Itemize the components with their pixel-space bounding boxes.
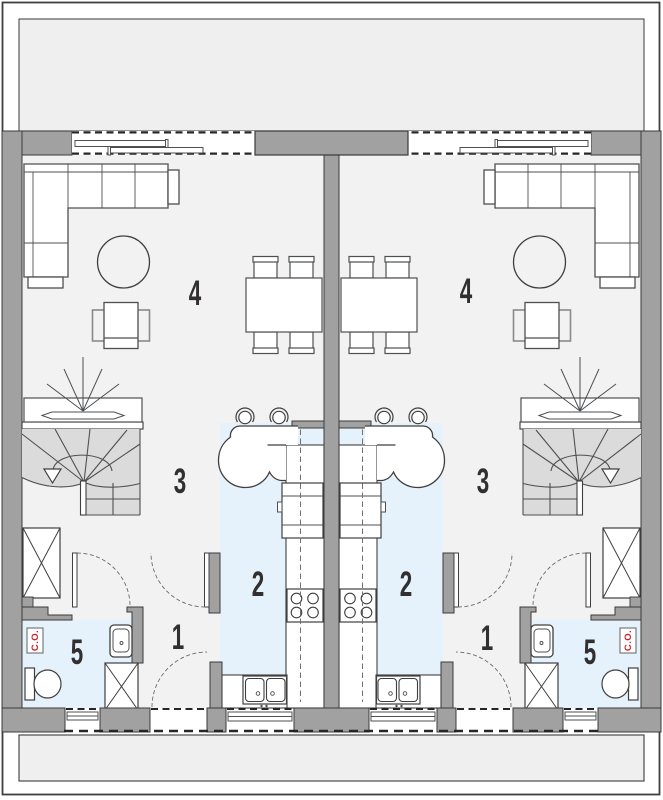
hall-door: [150, 552, 210, 608]
room-label-hall-left: 3: [174, 462, 186, 501]
room-label-bath-right: 5: [584, 633, 596, 672]
toilet-icon: [24, 667, 62, 701]
sofa: [23, 163, 180, 289]
sliding-door-panels: [74, 139, 204, 156]
bathroom-window: [564, 711, 597, 721]
stair-direction-arrow: [42, 468, 63, 485]
wall-top-center: [254, 130, 409, 156]
door-swing-arc: [150, 552, 206, 608]
central-heating-label-right: C.O.: [623, 630, 634, 651]
entrance-pavement: [18, 734, 645, 782]
coffee-table: [96, 235, 151, 289]
kitchen-sink-icon: [242, 675, 288, 708]
tv-wall: [21, 421, 144, 430]
room-label-entry-right: 1: [481, 619, 493, 658]
kitchen-window: [370, 711, 436, 722]
dining-table: [245, 277, 323, 333]
wardrobe-icon: [21, 527, 61, 608]
room-label-kitchen-left: 2: [252, 565, 264, 604]
party-wall: [323, 149, 340, 711]
tv-icon: [40, 357, 126, 420]
door-swing-arc: [76, 552, 131, 607]
room-label-bath-left: 5: [71, 633, 83, 672]
dining-set: [245, 255, 323, 355]
staircase: [21, 428, 141, 516]
unit-left: [1, 130, 332, 733]
bathroom-window: [66, 711, 99, 721]
room-label-kitchen-right: 2: [400, 565, 412, 604]
cooktop-icon: [286, 588, 324, 623]
stair-newel: [79, 480, 87, 516]
bathroom-wall-top: [21, 606, 73, 621]
bar-stools: [235, 407, 289, 425]
bathroom-sink-icon: [109, 624, 133, 658]
central-heating-box: [26, 627, 44, 654]
bathroom-door: [72, 552, 131, 608]
room-label-living-right: 4: [460, 272, 473, 311]
hall-wall-stub: [208, 552, 221, 614]
terrace: [18, 18, 645, 132]
kitchen-wall-stub: [209, 661, 223, 711]
central-heating-label-left: C.O.: [30, 630, 41, 651]
bar-counter: [217, 425, 298, 489]
room-label-entry-left: 1: [172, 618, 184, 657]
bottom-wall: [1, 707, 662, 733]
room-label-living-left: 4: [189, 274, 202, 313]
armchair: [91, 301, 151, 350]
room-labels: 4 4 3 3 2 2 1 1 5 5 C.O. C.O.: [30, 272, 634, 672]
closet-icon: [104, 662, 139, 711]
tall-cabinet-fridge: [277, 482, 324, 539]
room-label-hall-right: 3: [477, 462, 489, 501]
bottom-windows: [66, 711, 597, 722]
dining-chairs: [252, 255, 315, 355]
unit-right: [329, 129, 663, 734]
kitchen-window: [227, 711, 293, 722]
entry-door-swing-arc: [151, 651, 208, 708]
wall-outer-side: [1, 130, 23, 733]
stair-walk-line: [52, 454, 113, 472]
